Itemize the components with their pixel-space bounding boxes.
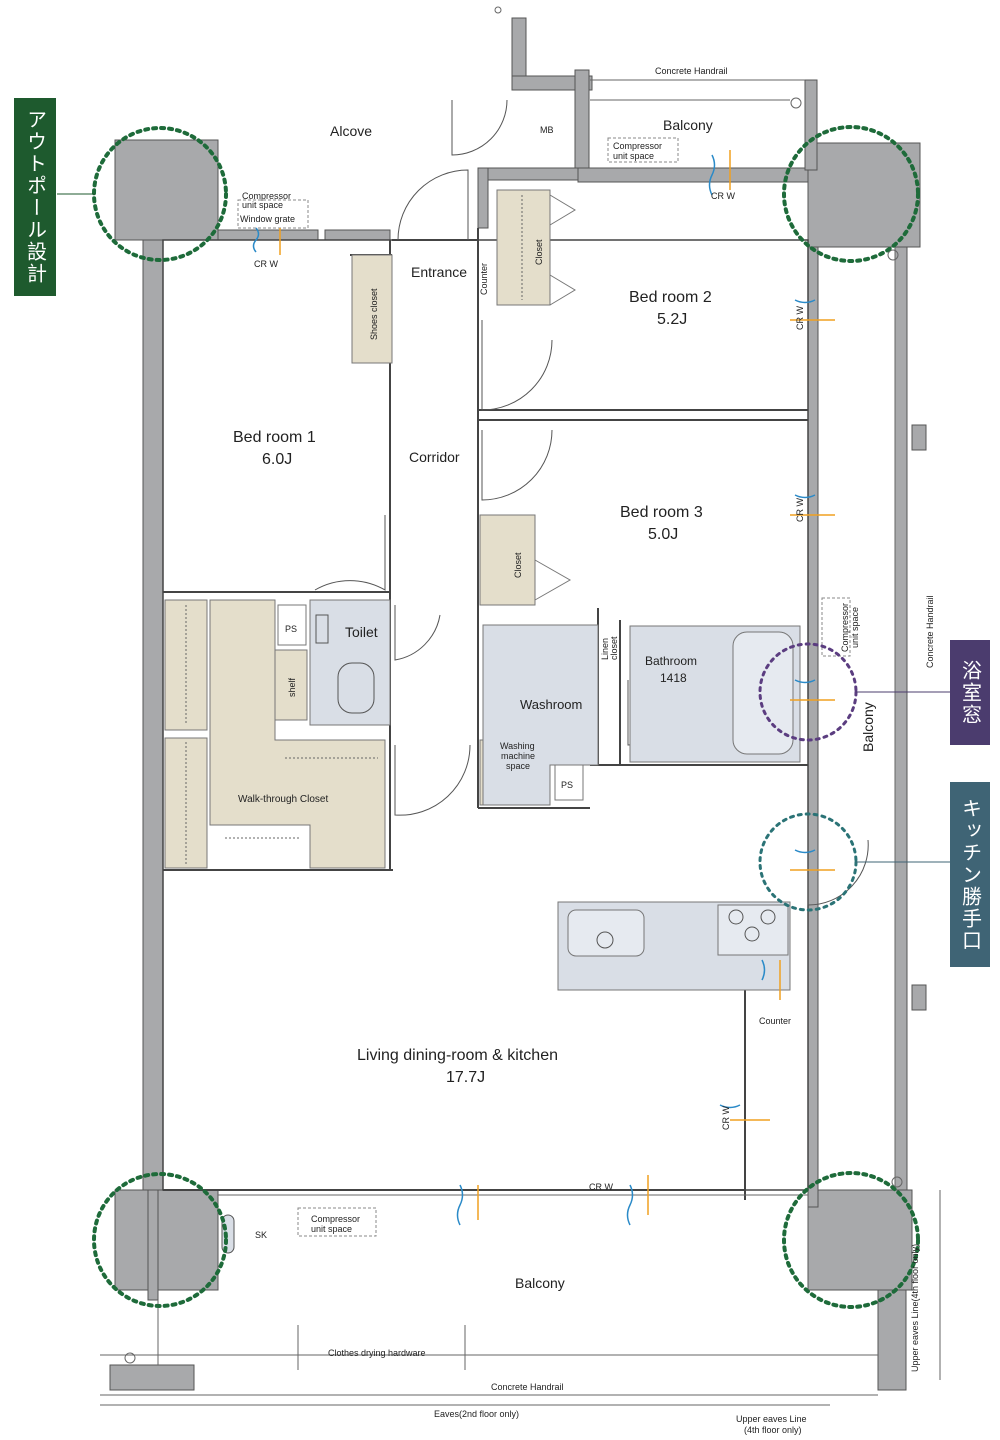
closet-bedroom3 [479,514,536,606]
corridor-label: Corridor [409,449,460,465]
labels: Alcove MB Balcony Compressor unit space … [233,66,935,1435]
kitchen-door-tag: キッチン勝手口 [950,782,990,967]
balcony-right-label: Balcony [860,702,876,752]
pillar-top-left [114,139,219,241]
compressor-left-label: Compressor [242,191,291,201]
balcony-bottom-label: Balcony [515,1275,565,1291]
entrance-label: Entrance [411,264,467,280]
alcove-label: Alcove [330,123,372,139]
compressor-bottom-label-2: unit space [311,1224,352,1234]
pillar-top-right [807,142,921,248]
outpole-circle-bottom-left [92,1172,228,1308]
crw-bottom-label: CR W [589,1182,613,1192]
compressor-top-label-2: unit space [613,151,654,161]
mb-label: MB [540,125,554,135]
walk-through-closet-label: Walk-through Closet [238,794,328,805]
clothes-drying-label: Clothes drying hardware [328,1348,426,1358]
concrete-handrail-right-label: Concrete Handrail [925,595,935,668]
ps2-label: PS [561,780,573,790]
closet-bedroom2-label: Closet [534,239,544,265]
wet-areas [309,599,801,991]
toilet-label: Toilet [345,624,378,640]
pillar-bottom-right [807,1189,913,1291]
bedroom3-area: 5.0J [648,526,678,543]
crw-label-top-left: CR W [254,259,278,269]
compressor-right-label-2: unit space [850,607,860,648]
bedroom2-area: 5.2J [657,311,687,328]
outpole-tag: アウトポール設計 [14,98,56,296]
toilet-area [309,599,391,726]
upper-eaves-label-2: (4th floor only) [744,1425,802,1435]
windows [252,154,816,1226]
crw-label-bedroom3: CR W [795,498,805,522]
shoes-closet [351,254,393,364]
ldk-area: 17.7J [446,1069,485,1086]
wall-left [142,239,164,1191]
pillar-bottom-left [114,1189,219,1291]
bath-window-tag: 浴室窓 [950,640,990,745]
kitchen-door-tag-text: キッチン勝手口 [958,797,983,952]
bath-window-tag-text: 浴室窓 [958,659,983,726]
compressor-bottom-label: Compressor [311,1214,360,1224]
shelf-label: shelf [287,677,297,697]
ldk-label: Living dining-room & kitchen [357,1047,558,1064]
bathroom-label: Bathroom [645,654,697,668]
walls [109,17,927,1391]
rails [100,79,941,1406]
outpole-circle-top-right [782,125,920,263]
ps-label: PS [285,624,297,634]
compressor-left-label-2: unit space [242,200,283,210]
counter-kitchen-label: Counter [759,1016,791,1026]
linen-closet-label-2: closet [609,636,619,660]
compressor-top-label: Compressor [613,141,662,151]
compressor-right-label: Compressor [840,603,850,652]
bedroom1-label: Bed room 1 [233,429,316,446]
shoes-closet-label: Shoes closet [369,288,379,340]
crw-label-top: CR W [711,191,735,201]
washing-machine-label: Washing [500,741,535,751]
washroom-label: Washroom [520,697,582,712]
bedroom2-label: Bed room 2 [629,289,712,306]
counter-label: Counter [479,263,489,295]
sk-label: SK [255,1230,267,1240]
concrete-handrail-top-label: Concrete Handrail [655,66,728,76]
shelf [274,649,308,721]
closet-bedroom3-label: Closet [513,552,523,578]
outpole-tag-text: アウトポール設計 [23,109,48,285]
concrete-handrail-bottom-label: Concrete Handrail [491,1382,564,1392]
doors [314,99,869,906]
upper-eaves-right-label: Upper eaves Line(4th floor only) [910,1244,920,1372]
balcony-top-label: Balcony [663,117,713,133]
washing-machine-label-2: machine [501,751,535,761]
upper-eaves-label: Upper eaves Line [736,1414,807,1424]
washing-machine-label-3: space [506,761,530,771]
bedroom1-area: 6.0J [262,451,292,468]
bedroom3-label: Bed room 3 [620,504,703,521]
linen-closet-label: Linen [600,638,610,660]
crw-label-ldk: CR W [721,1106,731,1130]
eaves-label: Eaves(2nd floor only) [434,1409,519,1419]
crw-label-bedroom2: CR W [795,306,805,330]
outpole-circle-bottom-right [782,1171,920,1309]
closet-bedroom2 [496,189,551,306]
walk-through-closet [209,599,386,869]
bathroom-size: 1418 [660,671,687,685]
window-grate-label: Window grate [240,214,295,224]
